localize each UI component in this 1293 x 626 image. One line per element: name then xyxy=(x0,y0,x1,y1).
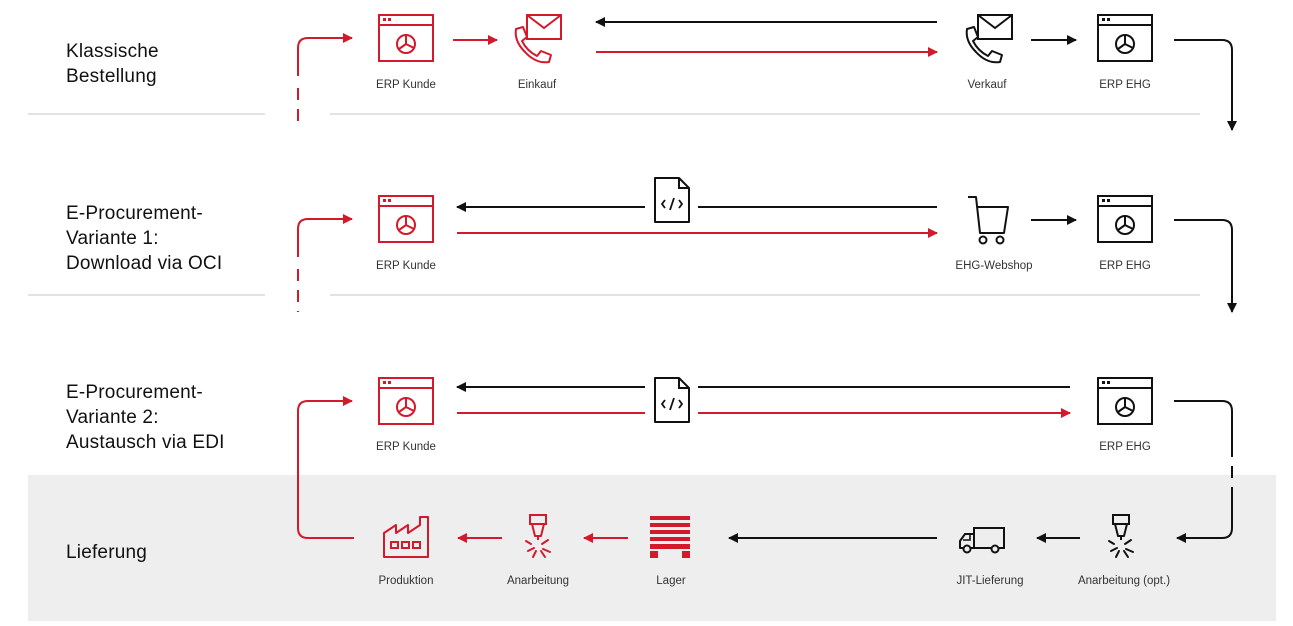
node-label: ERP EHG xyxy=(1099,79,1151,91)
node-label: JIT-Lieferung xyxy=(956,575,1023,587)
code-file-icon xyxy=(654,377,690,423)
erp-ehg-icon xyxy=(1097,14,1153,62)
delivery-arrow xyxy=(1176,492,1233,543)
node-label: Einkauf xyxy=(518,79,557,91)
return-arrow xyxy=(297,33,353,76)
return-arrow xyxy=(297,214,353,257)
node-label: ERP EHG xyxy=(1099,441,1151,453)
erp-ehg-icon xyxy=(1097,195,1153,243)
down-arrow xyxy=(1174,219,1237,313)
erp-kunde-icon xyxy=(378,377,434,425)
node-label: Produktion xyxy=(379,575,434,587)
flow-line xyxy=(1174,400,1233,445)
node-label: Anarbeitung xyxy=(507,575,569,587)
node-label: Lager xyxy=(656,575,686,587)
node-label: ERP Kunde xyxy=(376,260,436,272)
node-label: EHG-Webshop xyxy=(955,260,1032,272)
row-title-klassische-bestellung: Klassische Bestellung xyxy=(66,41,159,87)
node-label: Verkauf xyxy=(968,79,1008,91)
node-label: ERP Kunde xyxy=(376,79,436,91)
down-arrow xyxy=(1174,39,1237,131)
node-label: Anarbeitung (opt.) xyxy=(1078,575,1170,587)
einkauf-phone-mail-icon xyxy=(514,14,562,64)
shopping-cart-icon xyxy=(967,196,1009,245)
erp-kunde-icon xyxy=(378,14,434,62)
row-title-lieferung: Lieferung xyxy=(66,542,148,563)
return-arrow xyxy=(297,396,353,510)
code-file-icon xyxy=(654,177,690,223)
erp-kunde-icon xyxy=(378,195,434,243)
verkauf-phone-mail-icon xyxy=(965,14,1013,64)
node-label: ERP Kunde xyxy=(376,441,436,453)
node-label: ERP EHG xyxy=(1099,260,1151,272)
return-line xyxy=(297,510,354,539)
row-title-variante-1: E-Procurement- Variante 1: Download via … xyxy=(66,203,223,274)
erp-ehg-icon xyxy=(1097,377,1153,425)
row-title-variante-2: E-Procurement- Variante 2: Austausch via… xyxy=(66,382,225,453)
